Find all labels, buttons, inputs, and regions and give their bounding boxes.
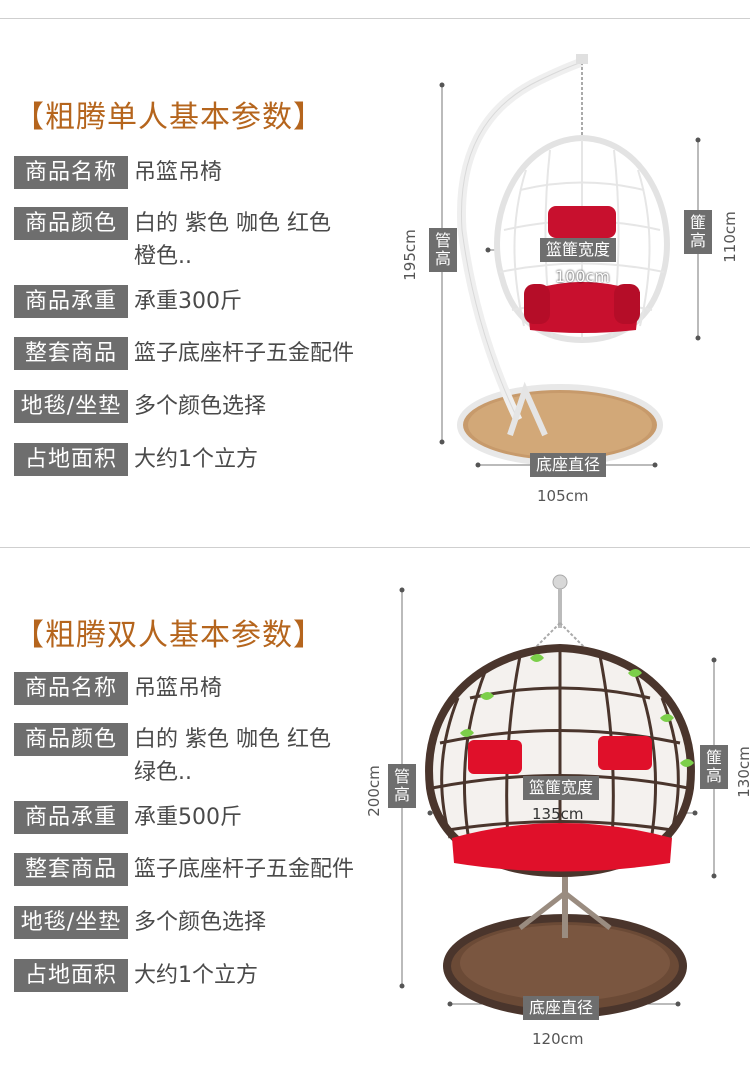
spec-value: 承重300斤: [134, 289, 242, 314]
spec-value: 篮子底座杆子五金配件: [134, 341, 355, 366]
spec-label: 商品颜色: [14, 723, 128, 756]
middle-divider: [0, 547, 750, 548]
double-chair-figure: 管高 200cm 篚高 130cm 篮篚宽度 135cm 底座直径 120cm: [360, 568, 750, 1078]
single-section: 【粗腾单人基本参数】 商品名称 吊篮吊椅 商品颜色 白的 紫色 咖色 红色 橙色…: [14, 40, 750, 520]
basket-height-value: 130cm: [734, 746, 750, 798]
double-chair-illustration: [399, 574, 717, 1018]
double-section: 【粗腾双人基本参数】 商品名称 吊篮吊椅 商品颜色 白的 紫色 咖色 红色 绿色…: [0, 548, 750, 1084]
spec-value: 白的 紫色 咖色 红色: [134, 211, 331, 236]
spec-value: 大约1个立方: [134, 963, 258, 988]
spec-value: 多个颜色选择: [134, 910, 267, 935]
spec-value: 大约1个立方: [134, 447, 258, 472]
spec-label: 商品颜色: [14, 207, 128, 240]
base-diameter-tag: 底座直径: [523, 996, 600, 1020]
spec-value: 吊篮吊椅: [134, 160, 223, 185]
basket-width-tag: 篮篚宽度: [540, 238, 617, 262]
double-section-title: 【粗腾双人基本参数】: [14, 618, 324, 653]
spec-value: 多个颜色选择: [134, 394, 267, 419]
spec-value: 吊篮吊椅: [134, 676, 223, 701]
single-chair-figure: 管高 195cm 篚高 110cm 篮篚宽度 100cm 底座直径 105cm: [400, 40, 750, 520]
pole-height-value: 200cm: [364, 765, 383, 817]
spec-value: 篮子底座杆子五金配件: [134, 857, 355, 882]
basket-height-tag: 篚高: [684, 210, 712, 254]
spec-label: 整套商品: [14, 853, 128, 886]
basket-width-tag: 篮篚宽度: [523, 776, 600, 800]
basket-width-value: 135cm: [532, 805, 584, 823]
spec-label: 地毯/坐垫: [14, 906, 128, 939]
spec-label: 商品名称: [14, 672, 128, 705]
spec-label: 整套商品: [14, 337, 128, 370]
spec-label: 占地面积: [14, 959, 128, 992]
basket-width-value: 100cm: [555, 267, 610, 286]
spec-label: 商品承重: [14, 285, 128, 318]
spec-label: 占地面积: [14, 443, 128, 476]
base-diameter-tag: 底座直径: [530, 453, 607, 477]
spec-label: 商品承重: [14, 801, 128, 834]
base-diameter-value: 120cm: [532, 1030, 584, 1048]
base-diameter-value: 105cm: [537, 487, 589, 505]
basket-height-tag: 篚高: [700, 745, 728, 789]
single-section-title: 【粗腾单人基本参数】: [14, 100, 324, 135]
spec-value-line2: 绿色..: [134, 760, 192, 785]
pole-height-tag: 管高: [429, 228, 457, 272]
spec-value: 白的 紫色 咖色 红色: [134, 727, 331, 752]
basket-height-value: 110cm: [720, 211, 739, 263]
pole-height-tag: 管高: [388, 764, 416, 808]
spec-label: 地毯/坐垫: [14, 390, 128, 423]
top-divider: [0, 18, 750, 19]
spec-label: 商品名称: [14, 156, 128, 189]
pole-height-value: 195cm: [400, 229, 419, 281]
spec-value: 承重500斤: [134, 805, 242, 830]
spec-value-line2: 橙色..: [134, 244, 192, 269]
